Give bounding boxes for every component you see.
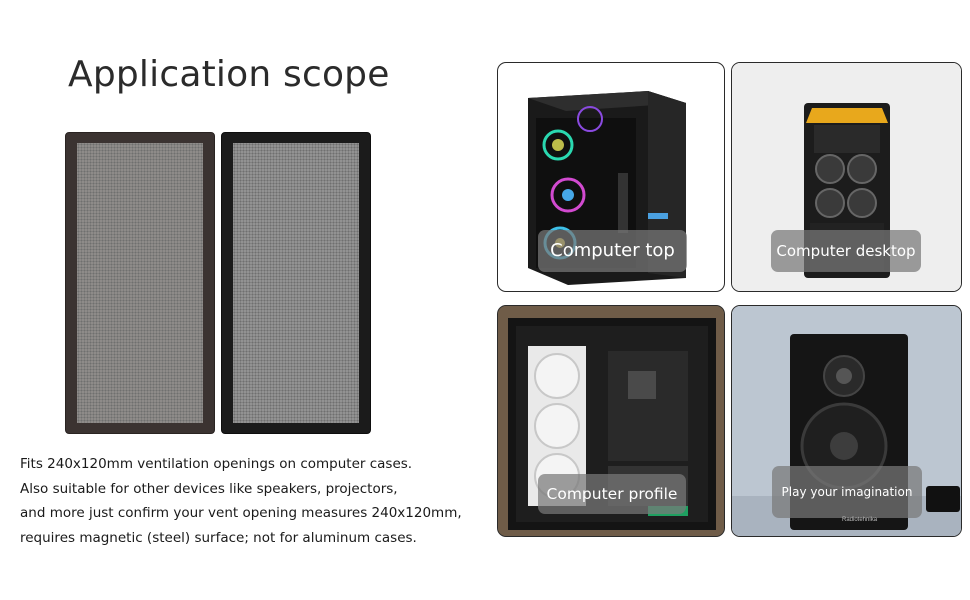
description-line: Also suitable for other devices like spe… <box>20 480 398 497</box>
panel-computer-top: Computer top <box>497 62 725 292</box>
filter-mesh <box>77 143 203 423</box>
panel-computer-desktop: Computer desktop <box>731 62 962 292</box>
panel-speaker: Play your imagination Radiotehnika <box>731 305 962 537</box>
caption-speaker: Play your imagination <box>772 466 922 518</box>
filter-black-image <box>221 132 371 434</box>
description-line: Fits 240x120mm ventilation openings on c… <box>20 456 413 472</box>
description-line: and more just confirm your vent opening … <box>20 505 462 521</box>
description-line: requires magnetic (steel) surface; not f… <box>20 529 417 546</box>
panel-computer-profile: Computer profile <box>497 305 725 537</box>
speaker-brand-label: Radiotehnika <box>842 517 878 523</box>
page-title: Application scope <box>68 54 390 95</box>
caption-computer-desktop: Computer desktop <box>771 230 921 272</box>
caption-computer-profile: Computer profile <box>538 474 686 514</box>
filter-brown-image <box>65 132 215 434</box>
description: Fits 240x120mm ventilation openings on c… <box>20 452 462 550</box>
filter-mesh <box>233 143 359 423</box>
caption-computer-top: Computer top <box>538 230 687 272</box>
